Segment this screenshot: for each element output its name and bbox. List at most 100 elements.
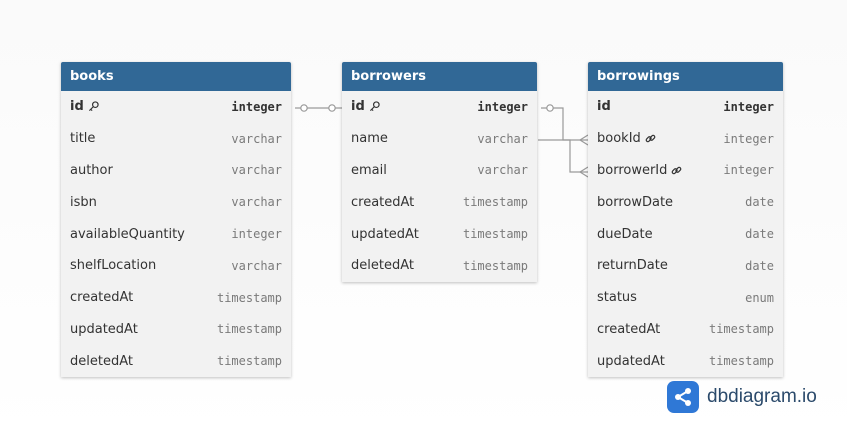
field-name: createdAt <box>351 195 414 210</box>
field-type: varchar <box>477 163 528 178</box>
link-icon <box>671 165 682 176</box>
field-type: varchar <box>231 163 282 178</box>
field-name-text: deletedAt <box>70 353 133 369</box>
field-row-createdAt[interactable]: createdAt timestamp <box>61 282 291 314</box>
field-row-updatedAt[interactable]: updatedAt timestamp <box>61 314 291 346</box>
field-name: title <box>70 131 95 146</box>
field-type: date <box>745 195 774 210</box>
field-type: enum <box>745 290 774 305</box>
field-name-text: createdAt <box>70 290 134 306</box>
field-name: updatedAt <box>70 322 138 337</box>
field-name-text: title <box>70 131 96 147</box>
field-name: bookId <box>597 131 656 146</box>
field-type: integer <box>231 99 282 114</box>
dbdiagram-logo-icon <box>667 381 699 413</box>
field-name: returnDate <box>597 258 668 273</box>
field-name: author <box>70 163 113 178</box>
key-icon <box>369 101 380 112</box>
field-name-text: updatedAt <box>597 353 665 369</box>
field-name-text: dueDate <box>597 226 653 242</box>
field-type: varchar <box>477 131 528 146</box>
field-type: date <box>745 258 774 273</box>
field-row-bookId[interactable]: bookId integer <box>588 123 783 155</box>
brand-watermark[interactable]: dbdiagram.io <box>667 381 817 413</box>
table-books[interactable]: books id integer title varchar author varchar… <box>61 62 291 378</box>
field-name-text: borrowerId <box>597 162 668 178</box>
field-name-text: returnDate <box>597 258 668 274</box>
field-name: availableQuantity <box>70 227 185 242</box>
field-type: varchar <box>231 258 282 273</box>
table-borrowers[interactable]: borrowers id integer name varchar email varch… <box>342 62 537 282</box>
field-row-createdAt[interactable]: createdAt timestamp <box>588 314 783 346</box>
field-type: integer <box>231 227 282 242</box>
field-name: borrowDate <box>597 195 673 210</box>
field-row-id[interactable]: id integer <box>588 91 783 123</box>
field-name-text: availableQuantity <box>70 226 185 242</box>
field-type: timestamp <box>216 322 282 337</box>
field-name: deletedAt <box>351 258 414 273</box>
field-type: timestamp <box>462 227 528 242</box>
field-type: timestamp <box>216 290 282 305</box>
field-name: createdAt <box>70 290 133 305</box>
field-type: integer <box>723 99 774 114</box>
field-name: status <box>597 290 637 305</box>
field-name: borrowerId <box>597 163 682 178</box>
field-type: timestamp <box>462 258 528 273</box>
field-type: integer <box>477 99 528 114</box>
field-name-text: isbn <box>70 194 97 210</box>
field-name-text: shelfLocation <box>70 258 157 274</box>
field-row-id[interactable]: id integer <box>342 91 537 123</box>
table-header[interactable]: books <box>61 62 291 91</box>
field-name: updatedAt <box>597 354 665 369</box>
field-name: createdAt <box>597 322 660 337</box>
field-row-status[interactable]: status enum <box>588 282 783 314</box>
field-name-text: status <box>597 290 637 306</box>
field-type: varchar <box>231 131 282 146</box>
field-name-text: updatedAt <box>351 226 419 242</box>
field-type: timestamp <box>462 195 528 210</box>
field-row-isbn[interactable]: isbn varchar <box>61 186 291 218</box>
field-row-createdAt[interactable]: createdAt timestamp <box>342 186 537 218</box>
brand-name: dbdiagram.io <box>707 386 817 407</box>
field-row-author[interactable]: author varchar <box>61 155 291 187</box>
field-row-deletedAt[interactable]: deletedAt timestamp <box>61 345 291 377</box>
field-row-updatedAt[interactable]: updatedAt timestamp <box>342 218 537 250</box>
field-name-text: email <box>351 162 387 178</box>
field-name-text: deletedAt <box>351 258 414 274</box>
field-row-updatedAt[interactable]: updatedAt timestamp <box>588 345 783 377</box>
field-name: id <box>597 99 611 114</box>
field-row-borrowDate[interactable]: borrowDate date <box>588 186 783 218</box>
table-borrowings[interactable]: borrowings id integer bookId integer borrowe… <box>588 62 783 378</box>
field-name: shelfLocation <box>70 258 156 273</box>
field-row-returnDate[interactable]: returnDate date <box>588 250 783 282</box>
key-icon <box>88 101 99 112</box>
field-row-name[interactable]: name varchar <box>342 123 537 155</box>
field-name: id <box>70 99 99 114</box>
field-row-deletedAt[interactable]: deletedAt timestamp <box>342 250 537 282</box>
field-name: updatedAt <box>351 227 419 242</box>
field-type: timestamp <box>708 354 774 369</box>
field-name-text: name <box>351 131 388 147</box>
field-type: varchar <box>231 195 282 210</box>
field-row-shelfLocation[interactable]: shelfLocation varchar <box>61 250 291 282</box>
field-type: timestamp <box>216 354 282 369</box>
field-type: timestamp <box>708 322 774 337</box>
field-name-text: createdAt <box>597 321 661 337</box>
field-name: email <box>351 163 387 178</box>
field-row-email[interactable]: email varchar <box>342 155 537 187</box>
field-type: integer <box>723 131 774 146</box>
field-name-text: id <box>70 99 84 115</box>
field-name: dueDate <box>597 227 653 242</box>
field-name-text: bookId <box>597 131 641 147</box>
table-header[interactable]: borrowings <box>588 62 783 91</box>
field-name-text: id <box>351 99 365 115</box>
field-row-id[interactable]: id integer <box>61 91 291 123</box>
field-name-text: id <box>597 99 611 115</box>
field-row-title[interactable]: title varchar <box>61 123 291 155</box>
field-name: name <box>351 131 388 146</box>
field-row-availableQuantity[interactable]: availableQuantity integer <box>61 218 291 250</box>
field-name-text: author <box>70 162 113 178</box>
table-header[interactable]: borrowers <box>342 62 537 91</box>
